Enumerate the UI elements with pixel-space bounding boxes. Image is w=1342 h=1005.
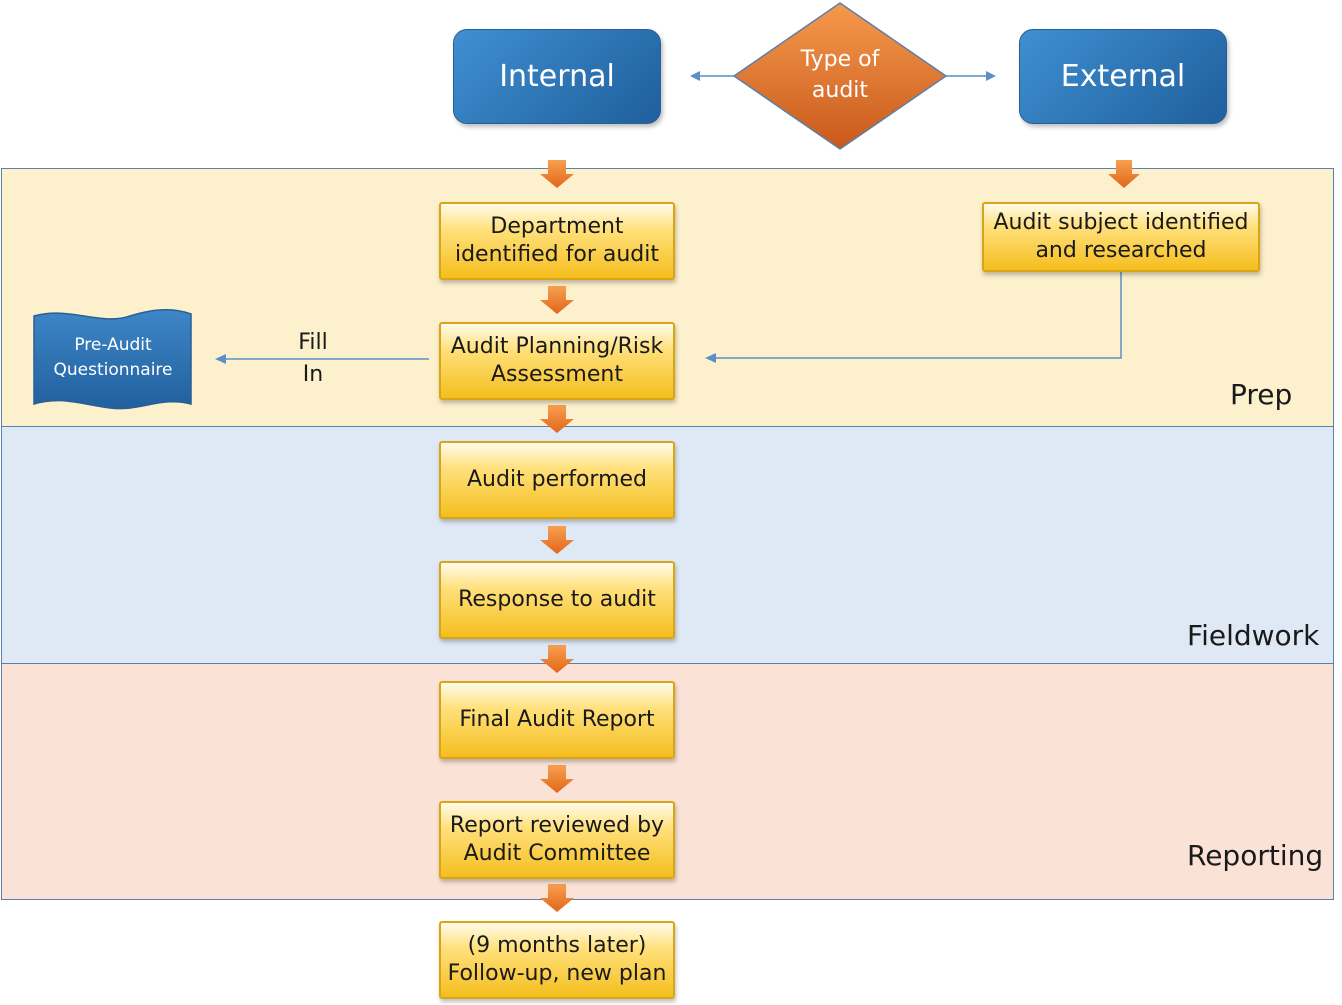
step-text: and researched bbox=[1035, 238, 1207, 263]
step-text: Department bbox=[490, 214, 624, 239]
step-text: Audit Committee bbox=[463, 841, 651, 866]
decision-label-line2: audit bbox=[811, 78, 869, 103]
down-arrow-icon bbox=[540, 405, 574, 433]
fill-in-line1: Fill bbox=[298, 330, 328, 355]
step-response: Response to audit bbox=[439, 561, 675, 639]
step-text: Audit performed bbox=[466, 467, 648, 492]
step-audit-planning: Audit Planning/Risk Assessment bbox=[439, 322, 675, 400]
questionnaire-label-line1: Pre-Audit bbox=[74, 335, 152, 355]
internal-label: Internal bbox=[499, 59, 615, 94]
down-arrow-icon bbox=[540, 286, 574, 314]
decision-label-line1: Type of bbox=[800, 47, 880, 72]
lane-label-prep: Prep bbox=[1230, 378, 1293, 411]
external-label: External bbox=[1060, 59, 1186, 94]
fill-in-connector bbox=[215, 354, 429, 364]
step-report-reviewed: Report reviewed by Audit Committee bbox=[439, 801, 675, 879]
questionnaire-label: Pre-Audit Questionnaire bbox=[40, 333, 186, 383]
step-final-report: Final Audit Report bbox=[439, 681, 675, 759]
diamond-to-external-connector bbox=[946, 71, 996, 81]
external-to-planning-connector bbox=[705, 272, 1122, 363]
down-arrow-icon bbox=[540, 645, 574, 673]
step-text: Follow-up, new plan bbox=[447, 961, 667, 986]
step-follow-up: (9 months later) Follow-up, new plan bbox=[439, 921, 675, 999]
step-department-identified: Department identified for audit bbox=[439, 202, 675, 280]
internal-box: Internal bbox=[453, 29, 661, 124]
down-arrow-icon bbox=[1108, 160, 1140, 188]
questionnaire-label-line2: Questionnaire bbox=[53, 360, 173, 380]
diamond-to-internal-connector bbox=[690, 71, 734, 81]
step-text: Response to audit bbox=[458, 587, 656, 612]
down-arrow-icon bbox=[540, 765, 574, 793]
external-box: External bbox=[1019, 29, 1227, 124]
step-text: Final Audit Report bbox=[459, 707, 655, 732]
down-arrow-icon bbox=[540, 526, 574, 554]
step-text: Audit Planning/Risk bbox=[450, 334, 664, 359]
fill-in-label: Fill In bbox=[283, 327, 343, 391]
down-arrow-icon bbox=[540, 884, 574, 912]
step-text: identified for audit bbox=[454, 242, 659, 267]
fill-in-line2: In bbox=[302, 362, 324, 387]
decision-label: Type of audit bbox=[760, 44, 920, 106]
step-text: (9 months later) bbox=[467, 933, 647, 958]
decision-diamond bbox=[732, 2, 948, 150]
step-text: Audit subject identified bbox=[993, 210, 1249, 235]
lane-label-reporting: Reporting bbox=[1187, 839, 1324, 872]
lane-label-fieldwork: Fieldwork bbox=[1187, 619, 1320, 652]
step-audit-subject: Audit subject identified and researched bbox=[982, 202, 1260, 272]
step-audit-performed: Audit performed bbox=[439, 441, 675, 519]
step-text: Assessment bbox=[491, 362, 623, 387]
step-text: Report reviewed by bbox=[449, 813, 665, 838]
questionnaire-document-shape bbox=[33, 309, 192, 410]
down-arrow-icon bbox=[540, 160, 574, 188]
